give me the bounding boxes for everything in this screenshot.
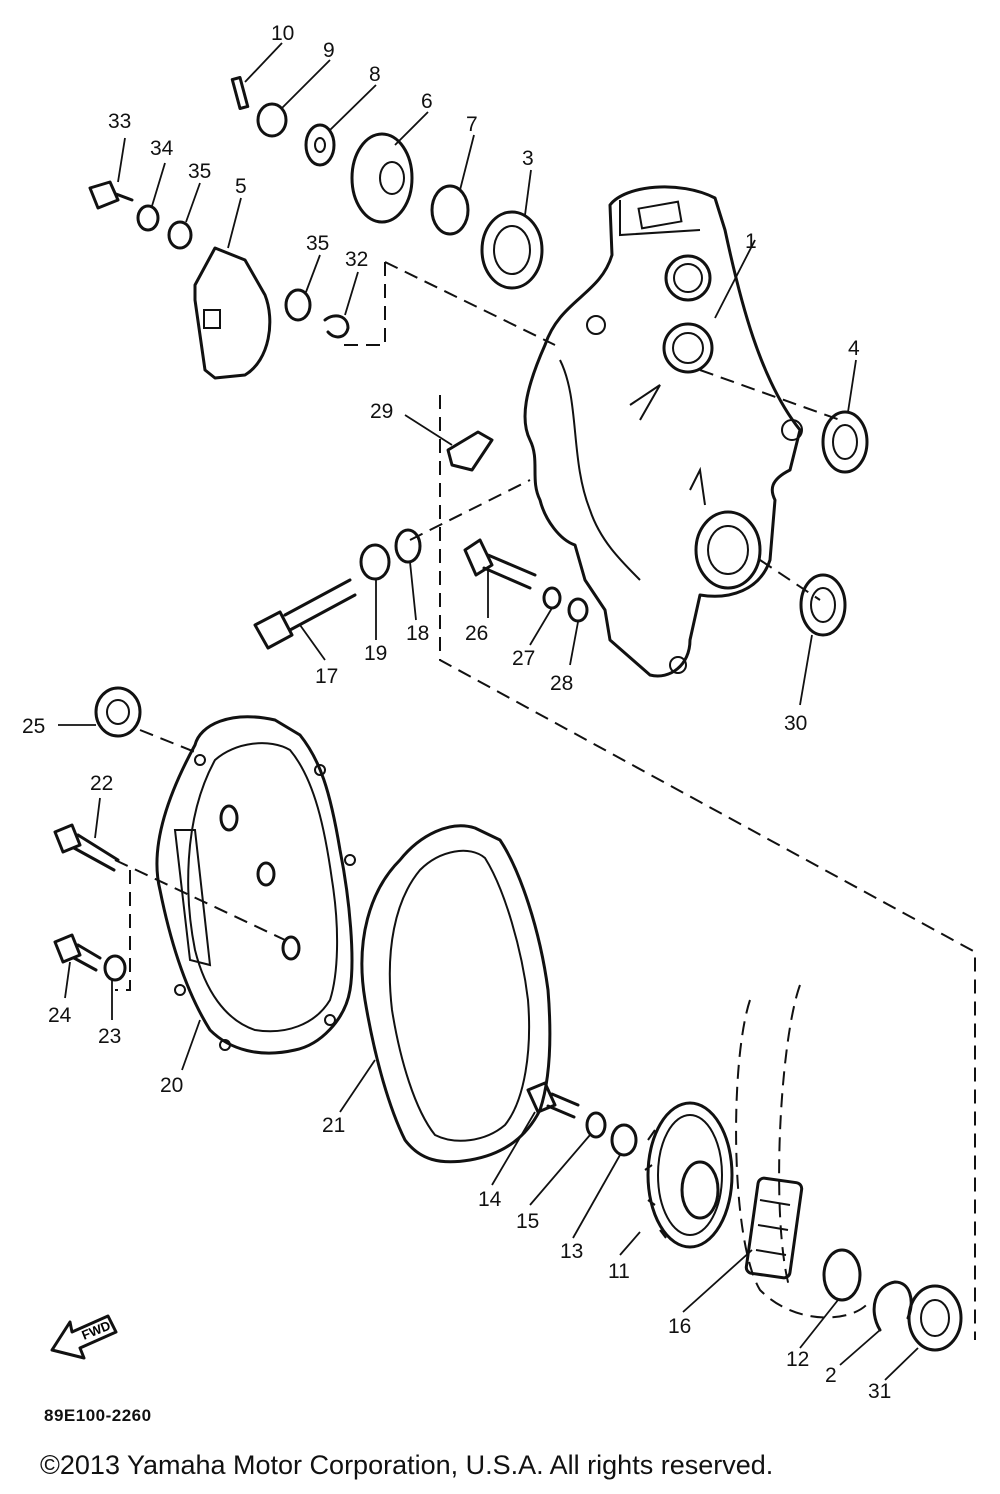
callout-11: 11: [608, 1260, 630, 1283]
callout-14: 14: [478, 1188, 502, 1211]
callout-5: 5: [235, 175, 247, 198]
callout-4: 4: [848, 337, 860, 360]
callout-31: 31: [868, 1380, 891, 1403]
callout-16: 16: [668, 1315, 691, 1338]
callout-32: 32: [345, 248, 368, 271]
callout-1: 1: [745, 230, 757, 253]
callout-34: 34: [150, 137, 174, 160]
callout-12: 12: [786, 1348, 809, 1371]
callout-labels: 1 2 3 4 5 6 7 8 9 10 11 12 13 14 15 16 1…: [22, 22, 891, 1403]
callout-25: 25: [22, 715, 45, 738]
leader-lines: [58, 42, 919, 1381]
callout-20: 20: [160, 1074, 183, 1097]
callout-23: 23: [98, 1025, 121, 1048]
callout-29: 29: [370, 400, 393, 423]
callout-28: 28: [550, 672, 573, 695]
gearcase-housing: [523, 185, 803, 678]
callout-6: 6: [421, 90, 433, 113]
callout-18: 18: [406, 622, 429, 645]
callout-33: 33: [108, 110, 131, 133]
small-parts: [88, 75, 869, 650]
callout-30: 30: [784, 712, 807, 735]
copyright-notice: ©2013 Yamaha Motor Corporation, U.S.A. A…: [40, 1450, 774, 1480]
callout-35-lower: 35: [306, 232, 329, 255]
callout-27: 27: [512, 647, 535, 670]
fwd-arrow: FWD: [50, 1314, 118, 1360]
callout-26: 26: [465, 622, 488, 645]
callout-9: 9: [323, 39, 335, 62]
callout-15: 15: [516, 1210, 539, 1233]
small-parts-lower: [53, 686, 963, 1352]
callout-13: 13: [560, 1240, 583, 1263]
callout-8: 8: [369, 63, 381, 86]
callout-7: 7: [466, 113, 478, 136]
assembly-lines: [114, 261, 976, 1340]
callout-3: 3: [522, 147, 534, 170]
callout-24: 24: [48, 1004, 72, 1027]
callout-21: 21: [322, 1114, 345, 1137]
callout-35: 35: [188, 160, 211, 183]
fwd-arrow-label: FWD: [80, 1318, 113, 1343]
callout-17: 17: [315, 665, 338, 688]
chaincase-cover: [155, 715, 356, 1055]
cover-gasket: [360, 824, 552, 1164]
callout-2: 2: [825, 1364, 837, 1387]
callout-22: 22: [90, 772, 113, 795]
driven-sprocket: [644, 1101, 734, 1249]
callout-19: 19: [364, 642, 387, 665]
drawing-code: 89E100-2260: [44, 1406, 152, 1425]
drive-chain: [744, 1176, 804, 1280]
callout-10: 10: [271, 22, 294, 45]
